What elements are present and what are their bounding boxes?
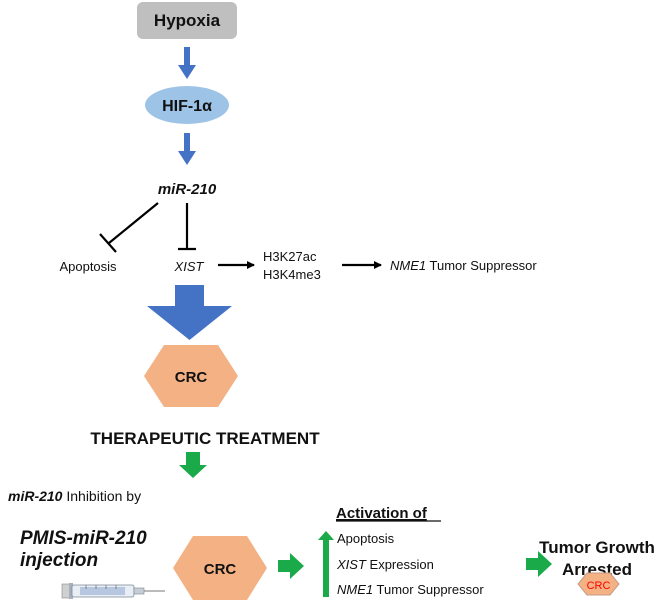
green-arrow-right-1 — [278, 553, 304, 579]
crc-therapy-label: CRC — [204, 561, 237, 578]
activation-xist: XIST — [336, 557, 367, 572]
hif-1a-label: HIF-1α — [162, 98, 212, 115]
mir210-inhibition-prefix: miR-210 — [8, 488, 63, 504]
therapeutic-treatment-heading: THERAPEUTIC TREATMENT — [90, 429, 320, 448]
hif-1a-node — [145, 86, 229, 124]
tumor-suppressor-text: Tumor Suppressor — [426, 258, 537, 273]
activation-xist-expression: XIST Expression — [336, 557, 434, 572]
nme1-tumor-suppressor-label: NME1 Tumor Suppressor — [390, 258, 537, 273]
hypoxia-label: Hypoxia — [154, 11, 221, 30]
result-line2: Arrested — [562, 560, 632, 579]
green-arrow-up — [318, 531, 334, 597]
arrow-hypoxia-hif — [178, 47, 196, 79]
activation-title: Activation of — [336, 505, 428, 522]
apoptosis-label: Apoptosis — [59, 259, 117, 274]
crc-node — [144, 345, 238, 407]
h3k4me3-label: H3K4me3 — [263, 267, 321, 282]
nme1-gene: NME1 — [390, 258, 426, 273]
crc-label: CRC — [175, 369, 208, 386]
inhibit-bar-apoptosis — [99, 233, 117, 253]
activation-nme1: NME1 — [337, 582, 373, 597]
syringe-icon — [61, 583, 165, 599]
inhibit-line-apoptosis — [108, 202, 159, 244]
arrow-hif-mir210 — [178, 133, 196, 165]
activation-tumor-suppressor: Tumor Suppressor — [373, 582, 484, 597]
pmis-line1: PMIS-miR-210 — [20, 528, 147, 549]
mir210-inhibition-suffix: Inhibition by — [62, 488, 141, 504]
green-arrow-right-2 — [526, 551, 552, 577]
green-arrow-down — [179, 452, 207, 478]
activation-nme1-tumor-suppressor: NME1 Tumor Suppressor — [337, 582, 484, 597]
h3k27ac-label: H3K27ac — [263, 249, 317, 264]
mir210-label: miR-210 — [158, 181, 217, 198]
result-line1: Tumor Growth — [539, 538, 655, 557]
hypoxia-node — [137, 2, 237, 39]
small-crc-label: CRC — [587, 580, 611, 592]
pmis-line2: injection — [20, 550, 98, 571]
small-crc-node — [577, 572, 620, 596]
big-arrow-to-crc — [147, 285, 232, 340]
activation-expression: Expression — [366, 557, 434, 572]
xist-label: XIST — [174, 259, 205, 274]
activation-apoptosis: Apoptosis — [337, 531, 395, 546]
mir210-inhibition-label: miR-210 Inhibition by — [8, 488, 141, 504]
crc-node-therapy — [173, 536, 267, 600]
